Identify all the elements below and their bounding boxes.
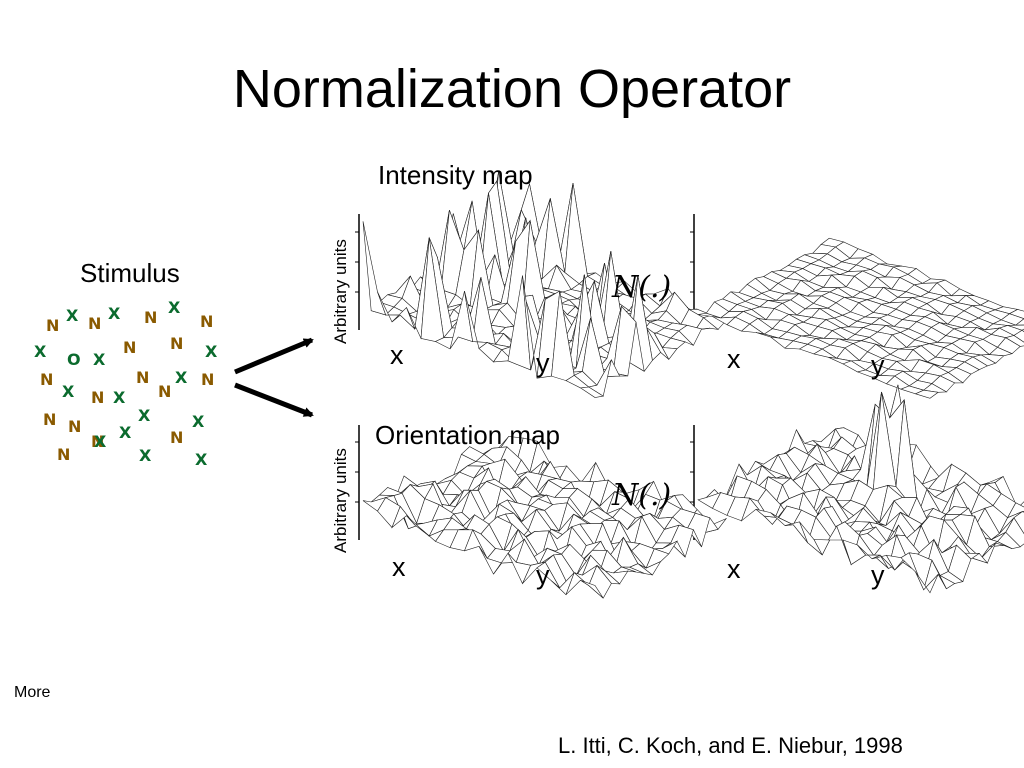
stimulus-letter-x: X	[62, 382, 75, 401]
stimulus-letter-n: N	[144, 308, 158, 327]
orientation-map-label: Orientation map	[375, 420, 560, 450]
stimulus-letter-n: N	[91, 432, 105, 451]
stimulus-label: Stimulus	[80, 258, 180, 288]
arrow-to-intensity	[234, 337, 314, 375]
stimulus-letter-x: X	[168, 298, 181, 317]
intensity-map-surface	[362, 171, 727, 398]
stimulus-letter-x: X	[108, 304, 121, 323]
arrow-to-orientation	[234, 382, 314, 418]
stimulus-letter-x: X	[66, 306, 79, 325]
normalization-operator-label-top: N(.)	[612, 270, 672, 305]
y-label-normalized-intensity: y	[871, 350, 885, 380]
stimulus-letter-n: N	[46, 316, 60, 335]
normalization-operator-label-bottom: N(.)	[612, 478, 672, 513]
stimulus-letter-x: X	[195, 450, 208, 469]
stimulus-letter-x: X	[113, 388, 126, 407]
stimulus-letter-x: X	[139, 446, 152, 465]
stimulus-letter-n: N	[158, 382, 172, 401]
x-label-orientation: x	[392, 552, 406, 582]
stimulus-letter-x: X	[34, 342, 47, 361]
y-label-intensity: y	[536, 348, 550, 378]
stimulus-letter-n: N	[123, 338, 137, 357]
stimulus-letter-n: N	[136, 368, 150, 387]
stimulus-letter-n: N	[201, 370, 215, 389]
stimulus-letter-n: N	[40, 370, 54, 389]
orientation-map-surface	[362, 436, 728, 599]
stimulus-letter-n: N	[68, 417, 82, 436]
stimulus-letter-n: N	[91, 388, 105, 407]
intensity-map-label: Intensity map	[378, 160, 533, 190]
stimulus-letter-n: N	[88, 314, 102, 333]
x-label-normalized-orientation: x	[727, 554, 741, 584]
stimulus-letter-x: X	[93, 350, 106, 369]
stimulus-letter-o: O	[67, 350, 81, 369]
stimulus-letter-x: X	[175, 368, 188, 387]
stimulus-letter-x: X	[205, 342, 218, 361]
normalized-orientation-surface	[697, 384, 1024, 594]
stimulus-letter-x: X	[119, 423, 132, 442]
stimulus-letter-n: N	[170, 428, 184, 447]
stimulus-letter-n: N	[170, 334, 184, 353]
stimulus-letter-n: N	[200, 312, 214, 331]
x-label-intensity: x	[390, 340, 404, 370]
stimulus-letter-n: N	[43, 410, 57, 429]
y-label-orientation: y	[536, 560, 550, 590]
slide-title: Normalization Operator	[232, 59, 792, 119]
more-link[interactable]: More	[14, 684, 51, 701]
stimulus-letter-x: X	[138, 406, 151, 425]
stimulus-letter-n: N	[57, 445, 71, 464]
x-label-normalized-intensity: x	[727, 344, 741, 374]
stimulus-letter-x: X	[94, 432, 107, 451]
y-axis-label-intensity: Arbitrary units	[331, 239, 350, 344]
normalized-intensity-surface	[697, 237, 1024, 399]
citation: L. Itti, C. Koch, and E. Niebur, 1998	[558, 733, 903, 758]
stimulus-letter-x: X	[192, 412, 205, 431]
y-label-normalized-orientation: y	[871, 560, 885, 590]
y-axis-label-orientation: Arbitrary units	[331, 448, 350, 553]
